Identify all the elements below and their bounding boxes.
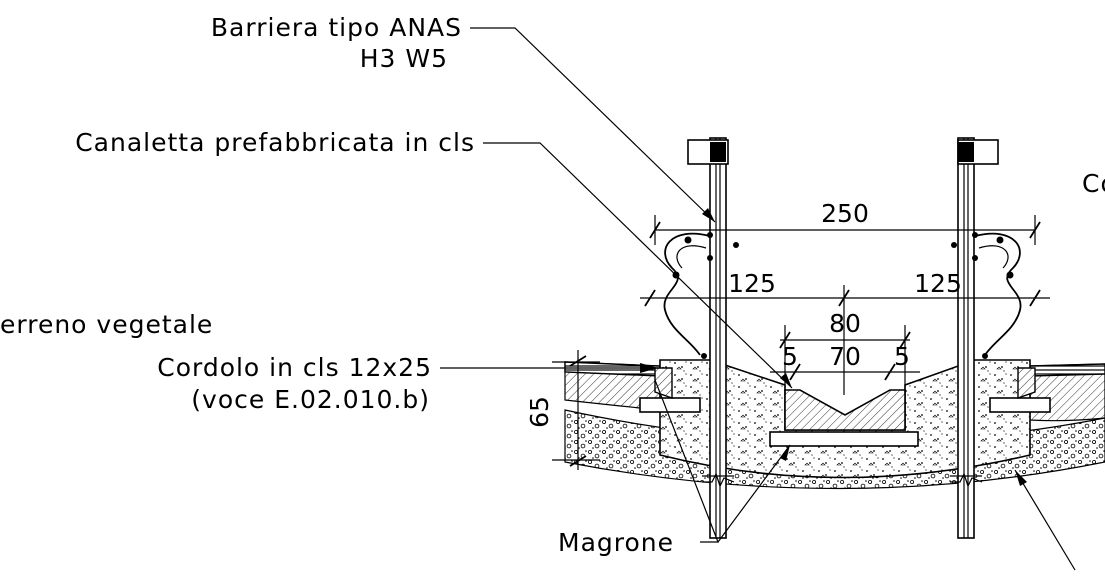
dim-half-right: 125 xyxy=(914,269,962,298)
curb-right-top xyxy=(1017,367,1036,399)
label-barriera-line1: Barriera tipo ANAS xyxy=(211,13,462,42)
label-magrone: Magrone xyxy=(558,528,674,557)
w-beam-left-inner xyxy=(676,245,707,269)
wearing-course-right xyxy=(1029,363,1105,377)
curb-left xyxy=(639,397,701,413)
barrier-post-left xyxy=(687,137,735,539)
label-right-cut: Co xyxy=(1082,169,1105,198)
dim-channel-inner: 70 xyxy=(829,342,861,371)
w-beam-right-inner xyxy=(978,245,1009,269)
dim-edge-left: 5 xyxy=(782,342,798,371)
leader-canaletta xyxy=(483,142,793,389)
leader-magrone xyxy=(654,379,791,543)
curb-right xyxy=(989,397,1051,413)
precast-channel xyxy=(784,389,906,431)
dim-half-left: 125 xyxy=(728,269,776,298)
leader-barriera xyxy=(470,27,716,223)
label-terreno: erreno vegetale xyxy=(0,310,213,339)
dim-height: 65 xyxy=(525,396,554,428)
label-cordolo-line2: (voce E.02.010.b) xyxy=(191,385,430,414)
dim-channel-outer: 80 xyxy=(829,309,861,338)
dim-edge-right: 5 xyxy=(894,342,910,371)
barrier-post-right xyxy=(950,137,999,539)
lean-concrete-slab xyxy=(769,431,919,447)
label-barriera-line2: H3 W5 xyxy=(360,44,448,73)
curb-left-top xyxy=(654,367,673,399)
label-canaletta: Canaletta prefabbricata in cls xyxy=(75,128,475,157)
w-beam-right xyxy=(974,232,1022,356)
w-beam-left xyxy=(663,232,711,356)
dim-total-width: 250 xyxy=(821,199,869,228)
leader-right xyxy=(1014,469,1076,571)
label-cordolo-line1: Cordolo in cls 12x25 xyxy=(157,353,432,382)
